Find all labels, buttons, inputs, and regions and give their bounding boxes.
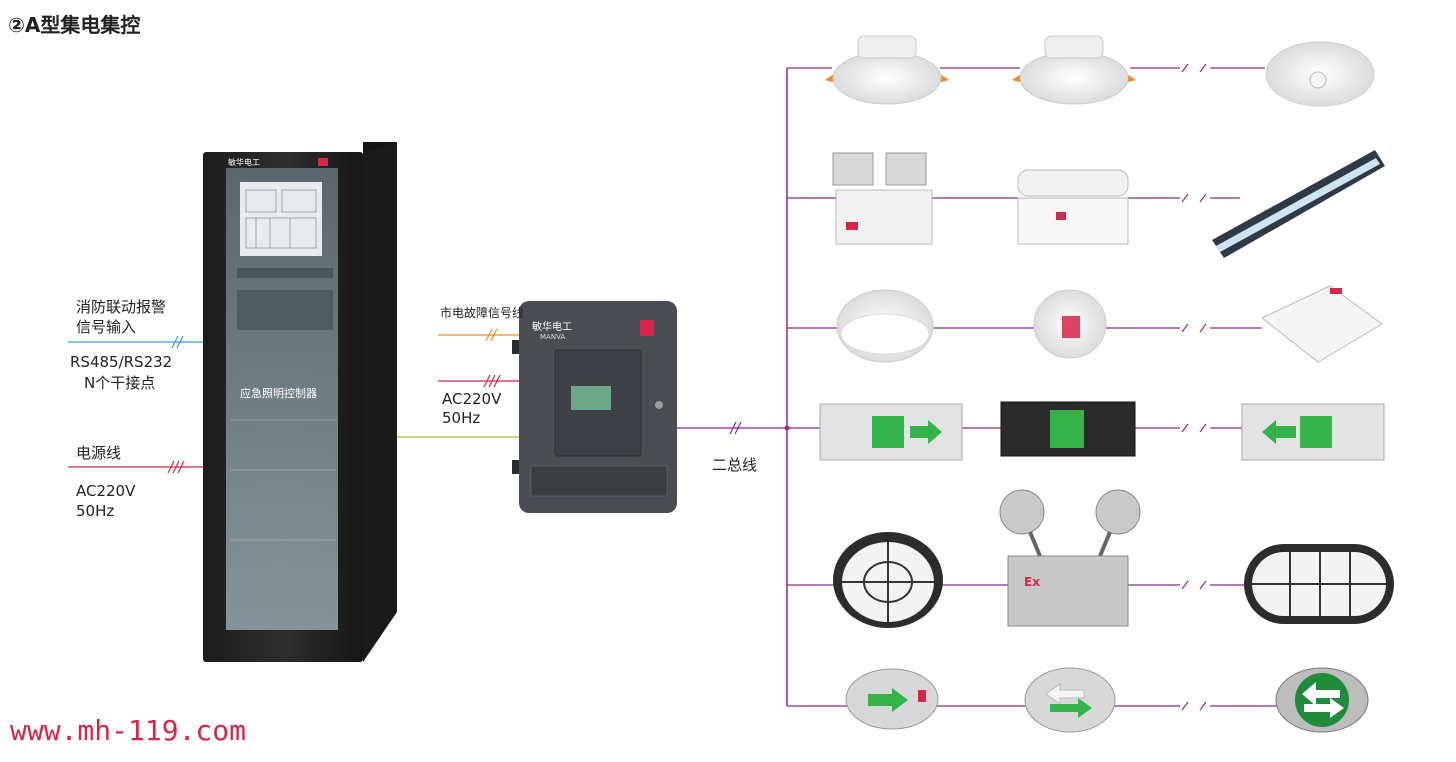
explosion-proof-light-icon	[999, 489, 1141, 627]
spot-light-icon	[1033, 289, 1107, 359]
round-ceiling-light-icon	[836, 289, 934, 363]
box-brand-en: MANVA	[540, 333, 565, 341]
cabinet-label: 应急照明控制器	[240, 386, 317, 400]
bus-label: 二总线	[712, 456, 758, 474]
bus-break-mark	[1199, 701, 1207, 711]
square-ceiling-light-icon	[1261, 285, 1383, 363]
explosion-proof-mark: Ex	[1024, 575, 1040, 589]
cabinet-brand: 敏华电工	[228, 157, 260, 167]
power-ac-label: AC220V	[76, 482, 136, 500]
exit-sign-icon	[1000, 401, 1136, 457]
hz-label: 50Hz	[442, 409, 481, 427]
dry-contact-label: N个干接点	[84, 374, 156, 392]
power-hz-label: 50Hz	[76, 502, 115, 520]
bulkhead-round-light-icon	[833, 532, 943, 628]
power-line-label: 电源线	[76, 444, 122, 462]
bus-break-mark	[1181, 701, 1189, 711]
bus-break-mark	[1199, 193, 1207, 203]
bus-break-mark	[1199, 580, 1207, 590]
recessed-downlight-icon	[825, 35, 949, 105]
power-line-hatch	[167, 460, 185, 474]
floor-exit-right-icon	[845, 668, 939, 730]
twin-spot-emergency-light-icon	[832, 152, 933, 245]
distribution-box	[512, 301, 677, 513]
bus-break-mark	[1199, 323, 1207, 333]
mains-fault-label: 市电故障信号线	[440, 306, 525, 320]
bus-break-mark	[1181, 323, 1189, 333]
page-title: ②A型集电集控	[8, 13, 141, 37]
box-brand: 敏华电工	[532, 320, 572, 333]
box-lcd	[571, 386, 611, 410]
bus-break-mark	[1181, 63, 1189, 73]
watermark-url: www.mh-119.com	[10, 714, 247, 747]
control-cabinet	[203, 142, 397, 662]
bulkhead-oval-light-icon	[1244, 544, 1394, 624]
tube-light-icon	[1212, 150, 1385, 258]
bus-break-mark	[1181, 423, 1189, 433]
exit-sign-left-icon	[1241, 403, 1385, 461]
cabinet-screen	[240, 182, 322, 256]
fire-signal-label-1: 消防联动报警	[76, 298, 167, 316]
exit-sign-right-icon	[819, 403, 963, 461]
ceiling-light-icon	[1265, 41, 1375, 107]
floor-exit-double-icon	[1024, 667, 1116, 733]
bus-break-mark	[1199, 423, 1207, 433]
recessed-downlight-icon	[1012, 35, 1136, 105]
bus-branches	[787, 63, 1278, 711]
wall-emergency-light-icon	[1017, 169, 1129, 245]
floor-exit-green-icon	[1275, 667, 1369, 733]
ac-label: AC220V	[442, 390, 502, 408]
fire-signal-hatch	[171, 335, 184, 349]
rs-label: RS485/RS232	[70, 353, 173, 371]
bus-break-mark	[1181, 580, 1189, 590]
bus-break-mark	[1181, 193, 1189, 203]
bus-break-mark	[1199, 63, 1207, 73]
fire-signal-label-2: 信号输入	[76, 318, 137, 336]
